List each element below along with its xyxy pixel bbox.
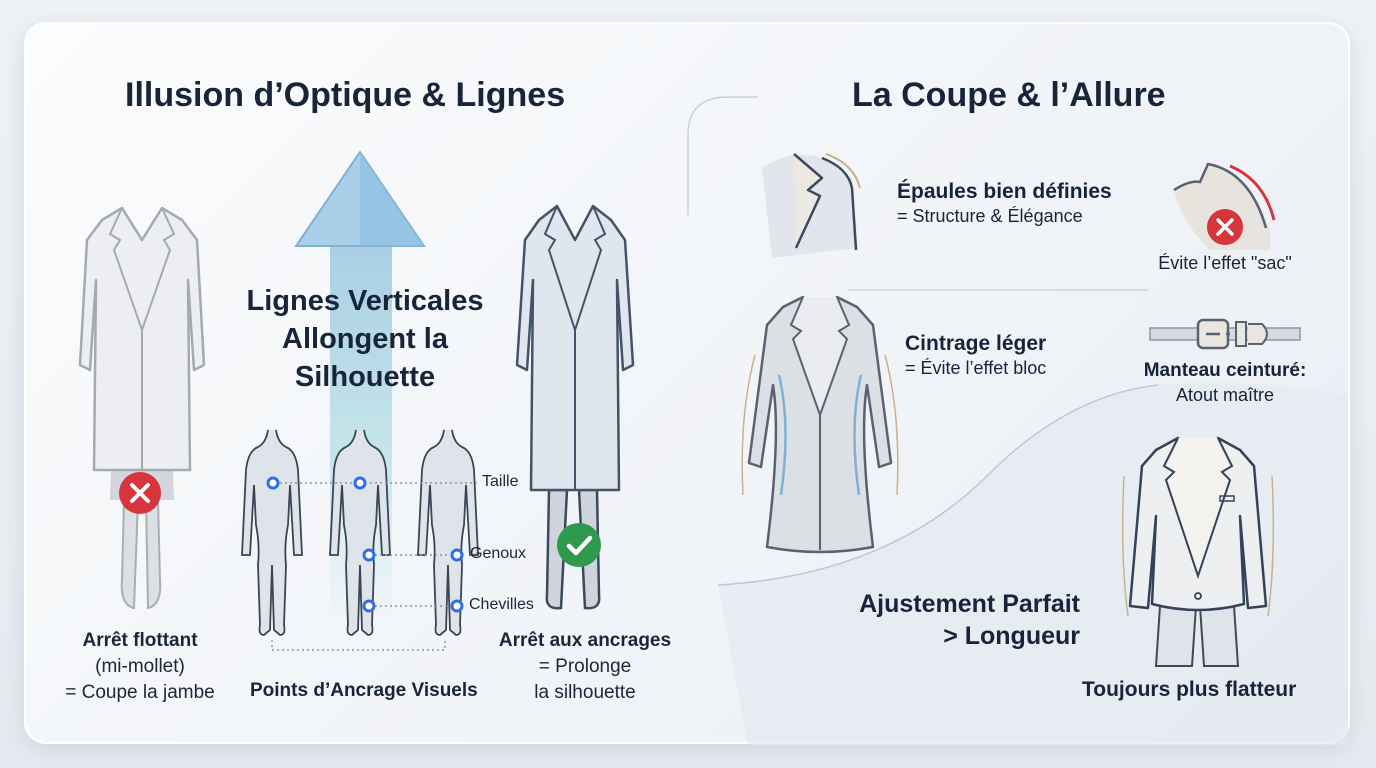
bad-coat-line: (mi-mollet) <box>95 656 185 677</box>
fit-line: Ajustement Parfait <box>859 590 1080 618</box>
anchor-dot <box>450 548 464 562</box>
fit-text: Ajustement Parfait > Longueur <box>800 588 1080 652</box>
bad-coat-caption: Arrêt flottant (mi-mollet) = Coupe la ja… <box>40 628 240 706</box>
belt-title: Manteau ceinturé: <box>1143 360 1307 381</box>
belt-text: Manteau ceinturé: Atout maître <box>1115 360 1335 406</box>
fitted-coat-illustration <box>741 295 899 554</box>
anchor-points-diagram <box>241 429 480 651</box>
shoulder-illustration <box>762 153 861 258</box>
shoulders-title: Épaules bien définies <box>897 180 1112 203</box>
good-coat-caption: Arrêt aux ancrages = Prolonge la silhoue… <box>480 628 690 706</box>
anchor-label-knees: Genoux <box>470 545 527 562</box>
check-icon <box>557 523 601 567</box>
good-coat-line: = Prolonge <box>538 656 632 677</box>
vertical-lines-text: Lignes Verticales Allongent la Silhouett… <box>225 282 505 396</box>
sagging-shoulder-illustration <box>1173 162 1276 250</box>
anchor-caption: Points d’Ancrage Visuels <box>250 680 478 701</box>
cross-icon <box>1207 209 1243 245</box>
right-panel-title: La Coupe & l’Allure <box>852 76 1166 114</box>
bad-coat-title: Arrêt flottant <box>82 630 198 651</box>
long-coat-illustration <box>515 204 635 610</box>
anchor-dot <box>362 599 376 613</box>
anchor-dot <box>266 476 280 490</box>
belt-sub: Atout maître <box>1175 385 1275 405</box>
anchor-label-waist: Taille <box>482 473 519 490</box>
arrow-text-line: Allongent la <box>282 323 448 355</box>
fit-line: > Longueur <box>943 622 1080 650</box>
shoulders-sub: = Structure & Élégance <box>897 206 1083 226</box>
arrow-text-line: Lignes Verticales <box>246 285 484 317</box>
good-coat-title: Arrêt aux ancrages <box>498 630 672 651</box>
waist-text: Cintrage léger = Évite l’effet bloc <box>905 332 1046 379</box>
waist-sub: = Évite l’effet bloc <box>905 358 1047 378</box>
anchor-dot <box>353 476 367 490</box>
shoulders-text: Épaules bien définies = Structure & Élég… <box>897 180 1112 227</box>
bad-coat-line: = Coupe la jambe <box>65 682 215 703</box>
waist-title: Cintrage léger <box>905 332 1047 355</box>
blazer-caption: Toujours plus flatteur <box>1082 678 1297 701</box>
anchor-label-ankles: Chevilles <box>469 596 534 613</box>
good-coat-line: la silhouette <box>534 682 636 703</box>
blazer-illustration <box>1121 436 1275 667</box>
arrow-text-line: Silhouette <box>294 361 436 393</box>
midi-coat-illustration <box>78 206 206 610</box>
anchor-dot <box>450 599 464 613</box>
belt-icon <box>1149 318 1301 350</box>
left-panel-title: Illusion d’Optique & Lignes <box>125 76 566 114</box>
cross-icon <box>119 472 161 514</box>
avoid-bag-text: Évite l’effet "sac" <box>1158 253 1292 273</box>
anchor-dot <box>362 548 376 562</box>
